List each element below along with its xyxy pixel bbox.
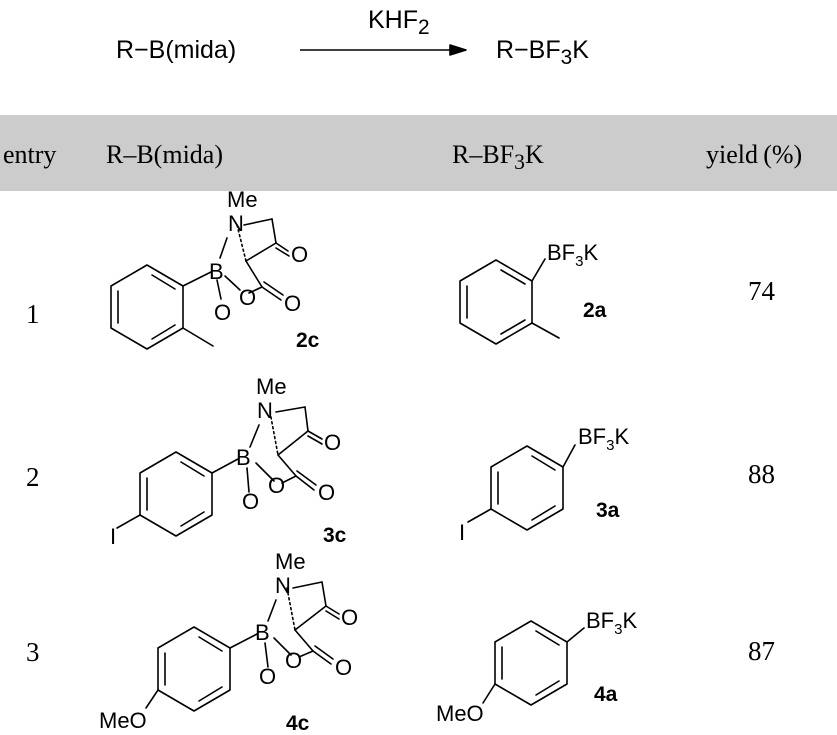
o-atom: O [291, 242, 308, 267]
row-2-entry: 2 [26, 462, 40, 492]
reaction-arrow [300, 44, 467, 56]
header-reactant: R–B(mida) [106, 140, 223, 169]
o-atom: O [324, 430, 341, 455]
row-3-yield: 87 [748, 636, 775, 666]
reaction-scheme: R−B(mida) KHF2 R−BF3K [0, 0, 837, 110]
b-atom: B [255, 620, 270, 645]
o-atom: O [284, 291, 301, 316]
structure-3a: I BF3K 3a [459, 424, 629, 545]
scheme-reagent: KHF2 [368, 6, 430, 40]
row-3-entry: 3 [26, 637, 40, 667]
o-atom: O [318, 480, 335, 505]
compound-label-4c: 4c [286, 712, 310, 735]
me-label: Me [256, 374, 287, 399]
n-atom: N [228, 211, 244, 236]
meo-label: MeO [99, 708, 147, 733]
o-atom: O [285, 648, 302, 673]
header-product-end: K [524, 140, 544, 169]
scheme-reactant: R−B(mida) [116, 36, 237, 64]
bf3k-label: BF3K [547, 240, 598, 270]
bf-sub: 3 [575, 253, 583, 270]
bf-text: BF [547, 240, 575, 265]
o-atom: O [242, 489, 259, 514]
bf-text: BF [578, 424, 606, 449]
iodine-atom: I [110, 524, 116, 549]
table-header-bar [0, 115, 837, 191]
structure-4a: MeO BF3K 4a [436, 608, 637, 726]
b-atom: B [209, 259, 224, 284]
product-end: K [572, 36, 589, 64]
b-atom: B [236, 445, 251, 470]
product-sub: 3 [560, 46, 573, 69]
header-entry: entry [3, 140, 57, 169]
header-product-main: R–BF [452, 140, 515, 169]
me-label: Me [275, 549, 306, 574]
compound-label-2c: 2c [296, 329, 320, 352]
compound-label-3c: 3c [323, 524, 347, 547]
product-main: R−BF [496, 36, 561, 64]
n-atom: N [257, 398, 273, 423]
iodine-atom: I [459, 520, 465, 545]
compound-label-2a: 2a [583, 299, 607, 322]
o-atom: O [259, 664, 276, 689]
structure-4c: MeO Me N B O O O O 4c [99, 549, 358, 735]
structure-2c: Me N B O O O O 2c [110, 187, 320, 352]
o-atom: O [268, 473, 285, 498]
compound-label-4a: 4a [594, 683, 618, 706]
header-product-sub: 3 [514, 150, 525, 175]
scheme-product: R−BF3K [496, 36, 589, 70]
bf-sub: 3 [606, 437, 614, 454]
header-product: R–BF3K [452, 140, 544, 175]
reagent-main: KHF [368, 6, 418, 34]
k-text: K [622, 608, 637, 633]
o-atom: O [214, 300, 231, 325]
bf3k-label: BF3K [578, 424, 629, 454]
o-atom: O [341, 605, 358, 630]
bf-sub: 3 [614, 621, 622, 638]
k-text: K [614, 424, 629, 449]
k-text: K [583, 240, 598, 265]
row-2-yield: 88 [748, 459, 775, 489]
o-atom: O [239, 285, 256, 310]
me-label: Me [227, 187, 258, 212]
compound-label-3a: 3a [596, 499, 620, 522]
structure-2a: BF3K 2a [459, 240, 607, 345]
bf-text: BF [586, 608, 614, 633]
structure-3c: I Me N B O O O O 3c [110, 374, 347, 549]
header-yield: yield (%) [706, 140, 803, 169]
o-atom: O [335, 655, 352, 680]
bf3k-label: BF3K [586, 608, 637, 638]
row-1-entry: 1 [26, 299, 40, 329]
n-atom: N [275, 573, 291, 598]
meo-label: MeO [436, 701, 484, 726]
reagent-sub: 2 [418, 16, 430, 39]
row-1-yield: 74 [748, 276, 775, 306]
